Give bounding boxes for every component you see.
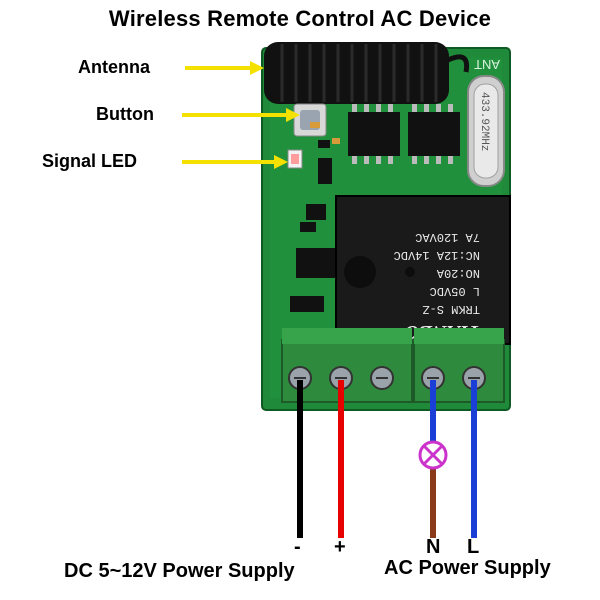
signal-led-label: Signal LED (42, 151, 138, 171)
ic-chip-1 (348, 104, 400, 164)
crystal-oscillator: 433.92MHz (467, 75, 505, 187)
terminal-minus-label: - (294, 536, 301, 558)
ic-chip-2 (408, 104, 460, 164)
terminal-block-ac (413, 328, 505, 403)
signal-led-arrow (182, 155, 288, 169)
svg-text:NC:12A 14VDC: NC:12A 14VDC (394, 248, 480, 262)
ant-mark: ANT (474, 57, 500, 72)
svg-text:7A 120VAC: 7A 120VAC (415, 230, 480, 244)
button-arrow (182, 108, 300, 122)
svg-text:TRKM S-Z: TRKM S-Z (422, 302, 480, 316)
svg-text:NO:20A: NO:20A (436, 266, 480, 280)
antenna-label: Antenna (78, 57, 150, 77)
antenna-arrow (185, 61, 264, 75)
terminal-plus-label: + (334, 536, 346, 558)
push-button (293, 103, 327, 137)
ac-supply-label: AC Power Supply (384, 557, 551, 579)
svg-text:433.92MHz: 433.92MHz (478, 92, 490, 151)
terminal-neutral-label: N (426, 536, 441, 558)
dc-supply-label: DC 5~12V Power Supply (64, 560, 295, 582)
signal-led (287, 149, 303, 169)
antenna-coil (264, 42, 470, 104)
page-title: Wireless Remote Control AC Device (108, 6, 492, 31)
button-label: Button (96, 104, 154, 124)
terminal-live-label: L (467, 536, 480, 558)
terminal-block-dc (281, 328, 413, 403)
lamp-icon (418, 440, 448, 470)
svg-text:L 05VDC: L 05VDC (430, 284, 480, 298)
relay: TIANBO TRKM S-Z L 05VDC NO:20A NC:12A 14… (335, 195, 511, 345)
